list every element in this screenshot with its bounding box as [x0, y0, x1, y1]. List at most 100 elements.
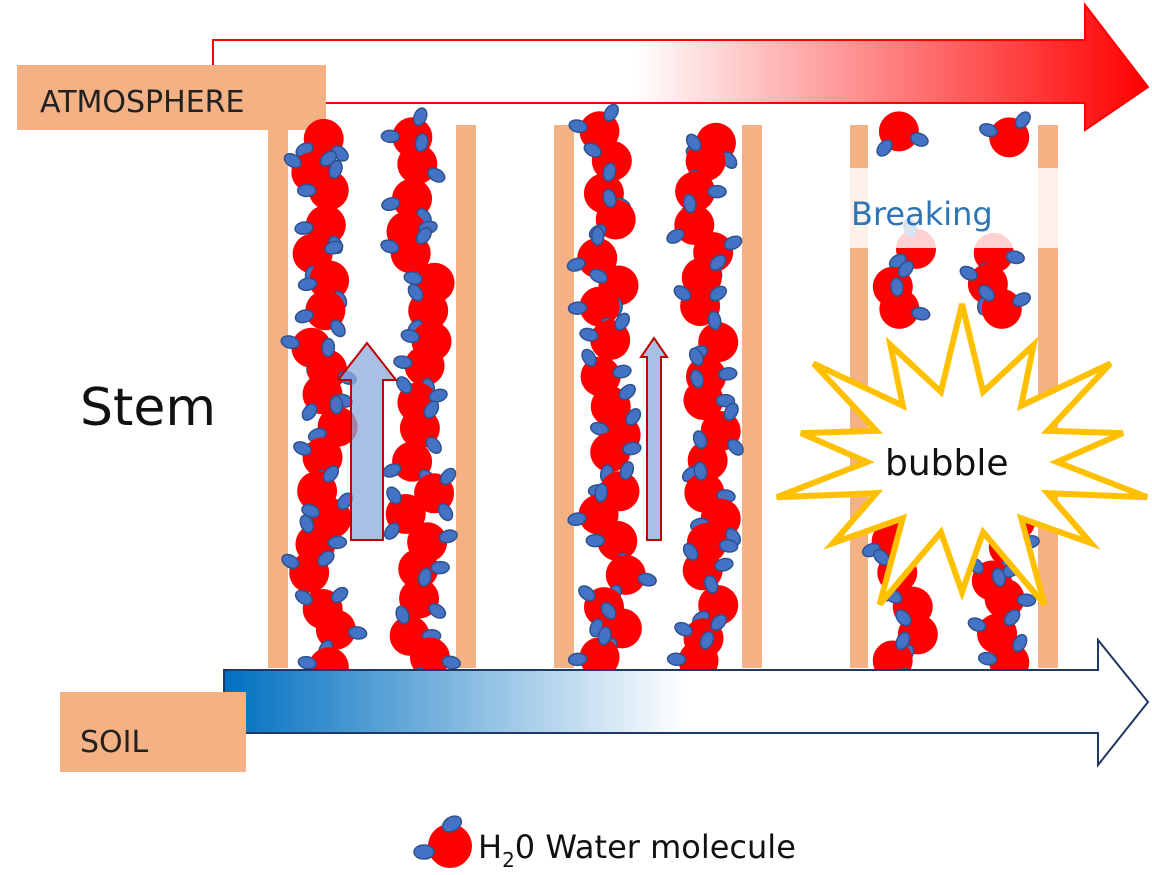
hydrogen-atom — [967, 617, 987, 633]
hydrogen-atom — [685, 133, 702, 152]
flow-arrow-2 — [639, 336, 669, 541]
hydrogen-atom — [567, 512, 587, 527]
water-molecule — [382, 441, 436, 487]
oxygen-atom — [315, 609, 356, 650]
hydrogen-atom — [395, 605, 410, 625]
hydrogen-atom — [423, 400, 440, 419]
water-molecule — [380, 226, 432, 274]
hydrogen-atom — [895, 631, 911, 651]
water-molecule — [579, 312, 631, 361]
hydrogen-atom — [380, 239, 400, 254]
water-molecule — [414, 467, 457, 522]
hydrogen-atom — [666, 652, 687, 667]
hydrogen-atom — [597, 626, 612, 646]
hydrogen-atom — [283, 152, 302, 169]
soil-gradient-arrow — [223, 637, 1150, 768]
hydrogen-atom — [622, 441, 642, 456]
hydrogen-atom — [322, 465, 340, 483]
hydrogen-atom — [699, 630, 715, 650]
hydrogen-atom — [1003, 609, 1021, 627]
vessel-2 — [554, 125, 762, 668]
hydrogen-atom — [301, 403, 318, 421]
water-molecule — [397, 132, 446, 185]
water-molecule — [567, 626, 620, 678]
hydrogen-atom — [692, 430, 708, 450]
hydrogen-atom — [383, 522, 401, 540]
hydrogen-atom — [637, 572, 657, 587]
hydrogen-atom — [330, 586, 349, 604]
water-molecules — [280, 103, 1040, 699]
oxygen-atom — [404, 345, 445, 386]
hydrogen-atom — [299, 514, 315, 534]
hydrogen-atom — [977, 651, 998, 666]
hydrogen-atom — [293, 441, 312, 456]
hydrogen-atom — [329, 394, 344, 415]
hydrogen-atom — [709, 285, 728, 302]
hydrogen-atom — [978, 123, 998, 138]
hydrogen-atom — [897, 260, 914, 278]
hydrogen-atom — [911, 306, 931, 321]
hydrogen-atom — [297, 655, 317, 670]
water-molecule — [879, 277, 931, 329]
hydrogen-atom — [427, 167, 446, 183]
water-molecule — [984, 567, 1037, 619]
water-molecule — [383, 486, 426, 540]
hydrogen-atom — [396, 376, 413, 394]
flow-arrow-1 — [335, 341, 399, 541]
hydrogen-atom — [718, 539, 739, 553]
hydrogen-atom — [619, 461, 635, 481]
hydrogen-atom — [583, 142, 602, 158]
hydrogen-atom — [386, 486, 402, 505]
hydrogen-atom — [330, 319, 346, 338]
legend-formula-h: H — [478, 828, 502, 866]
hydrogen-atom — [618, 383, 636, 401]
oxygen-atom — [683, 379, 724, 420]
soil-label-box — [60, 692, 246, 772]
hydrogen-atom — [281, 553, 300, 570]
oxygen-atom — [597, 520, 638, 561]
hydrogen-atom — [876, 139, 893, 157]
legend-label: H20 Water molecule — [478, 828, 796, 872]
hydrogen-atom — [591, 226, 605, 246]
stem-label: Stem — [80, 378, 216, 438]
hydrogen-atom — [1012, 633, 1028, 653]
hydrogen-atom — [414, 132, 429, 153]
water-molecule — [399, 400, 442, 454]
water-molecule — [294, 290, 346, 338]
hydrogen-atom — [895, 609, 912, 627]
oxygen-atom — [698, 322, 739, 363]
hydrogen-atom — [1012, 292, 1031, 307]
legend-molecule-icon — [413, 815, 472, 868]
hydrogen-atom — [991, 567, 1006, 587]
hydrogen-atom — [413, 107, 428, 127]
hydrogen-atom — [428, 388, 448, 403]
hydrogen-atom — [294, 221, 314, 235]
hydrogen-atom — [727, 438, 744, 456]
bubble-label: bubble — [885, 443, 1009, 484]
hydrogen-atom — [327, 535, 348, 550]
hydrogen-atom — [430, 560, 450, 575]
oxygen-atom — [309, 260, 350, 301]
oxygen-atom — [317, 406, 358, 447]
hydrogen-atom — [723, 235, 743, 251]
vessel-2-left-wall — [554, 125, 574, 668]
hydrogen-atom — [415, 226, 432, 245]
oxygen-atom — [984, 578, 1025, 619]
hydrogen-atom — [380, 129, 401, 144]
hydrogen-atom — [425, 436, 442, 454]
soil-label: SOIL — [80, 725, 149, 760]
hydrogen-atom — [688, 347, 704, 367]
water-molecule — [978, 111, 1031, 158]
atmosphere-gradient-arrow — [212, 2, 1150, 132]
hydrogen-atom — [381, 197, 401, 212]
atmosphere-label: ATMOSPHERE — [40, 85, 244, 120]
hydrogen-atom — [602, 188, 617, 208]
hydrogen-atom — [400, 329, 420, 344]
water-molecule — [978, 284, 1031, 329]
water-molecule — [568, 103, 620, 152]
hydrogen-atom — [1014, 111, 1031, 129]
water-molecule — [876, 111, 929, 157]
oxygen-atom — [397, 144, 438, 185]
bubble-burst-shape — [775, 303, 1149, 607]
oxygen-atom — [579, 637, 620, 678]
